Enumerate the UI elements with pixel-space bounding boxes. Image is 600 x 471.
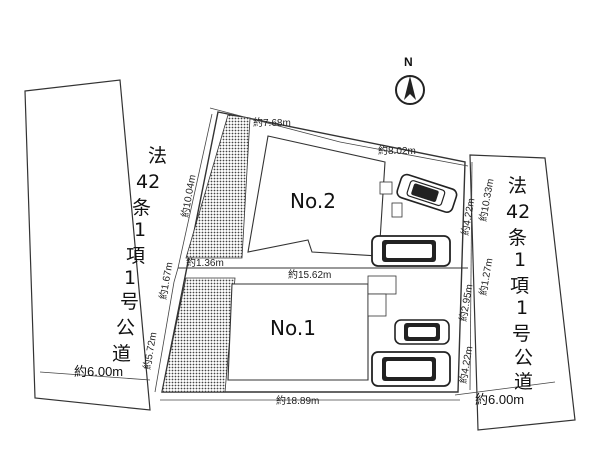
lot-no1-label: No.1 [270,316,316,340]
east-road-width: 約6.00m [475,392,524,407]
car-upper-right [371,235,451,267]
dim-top-right: 約8.02m [378,144,416,157]
east-road-char-3: 1 [514,249,526,271]
dim-west-mid: 約1.67m [156,261,175,300]
east-road-char-1: 42 [506,201,530,223]
dimension-lines [39,107,556,401]
dim-bottom: 約18.89m [276,394,319,407]
west-road-char-3: 1 [134,219,146,241]
house-no1 [227,275,397,381]
east-road-label: 法 42 条 1 項 1 号 公 道 [506,175,533,393]
west-road-char-4: 項 [126,245,145,267]
east-road-char-5: 1 [516,297,528,319]
west-road-width: 約6.00m [74,364,123,379]
east-road [469,154,576,431]
west-road-char-7: 公 [116,317,135,339]
dim-top-left: 約7.68m [253,116,291,129]
lot-no2-label: No.2 [290,189,336,213]
west-road-label: 法 42 条 1 項 1 号 公 道 [112,145,167,365]
house-no2 [247,135,403,257]
car-mid [394,319,450,345]
dim-divider: 約15.62m [288,268,331,281]
west-road [24,79,151,411]
east-road-char-0: 法 [508,175,527,197]
west-road-char-8: 道 [112,343,131,365]
car-top [396,173,458,213]
car-bottom [371,351,451,387]
east-road-char-4: 項 [510,275,529,297]
west-road-char-1: 42 [136,171,160,193]
west-road-char-5: 1 [124,267,136,289]
north-arrow-icon: N [395,55,425,105]
west-road-char-2: 条 [132,197,151,219]
west-road-char-6: 号 [120,291,139,313]
east-road-char-8: 道 [514,371,533,393]
east-road-char-7: 公 [514,347,533,369]
north-label: N [404,55,413,69]
east-road-char-6: 号 [512,323,531,345]
dim-west-upper: 約10.04m [178,174,198,219]
west-road-char-0: 法 [148,145,167,167]
dim-inner: 約1.36m [186,256,224,269]
east-road-char-2: 条 [508,227,527,249]
